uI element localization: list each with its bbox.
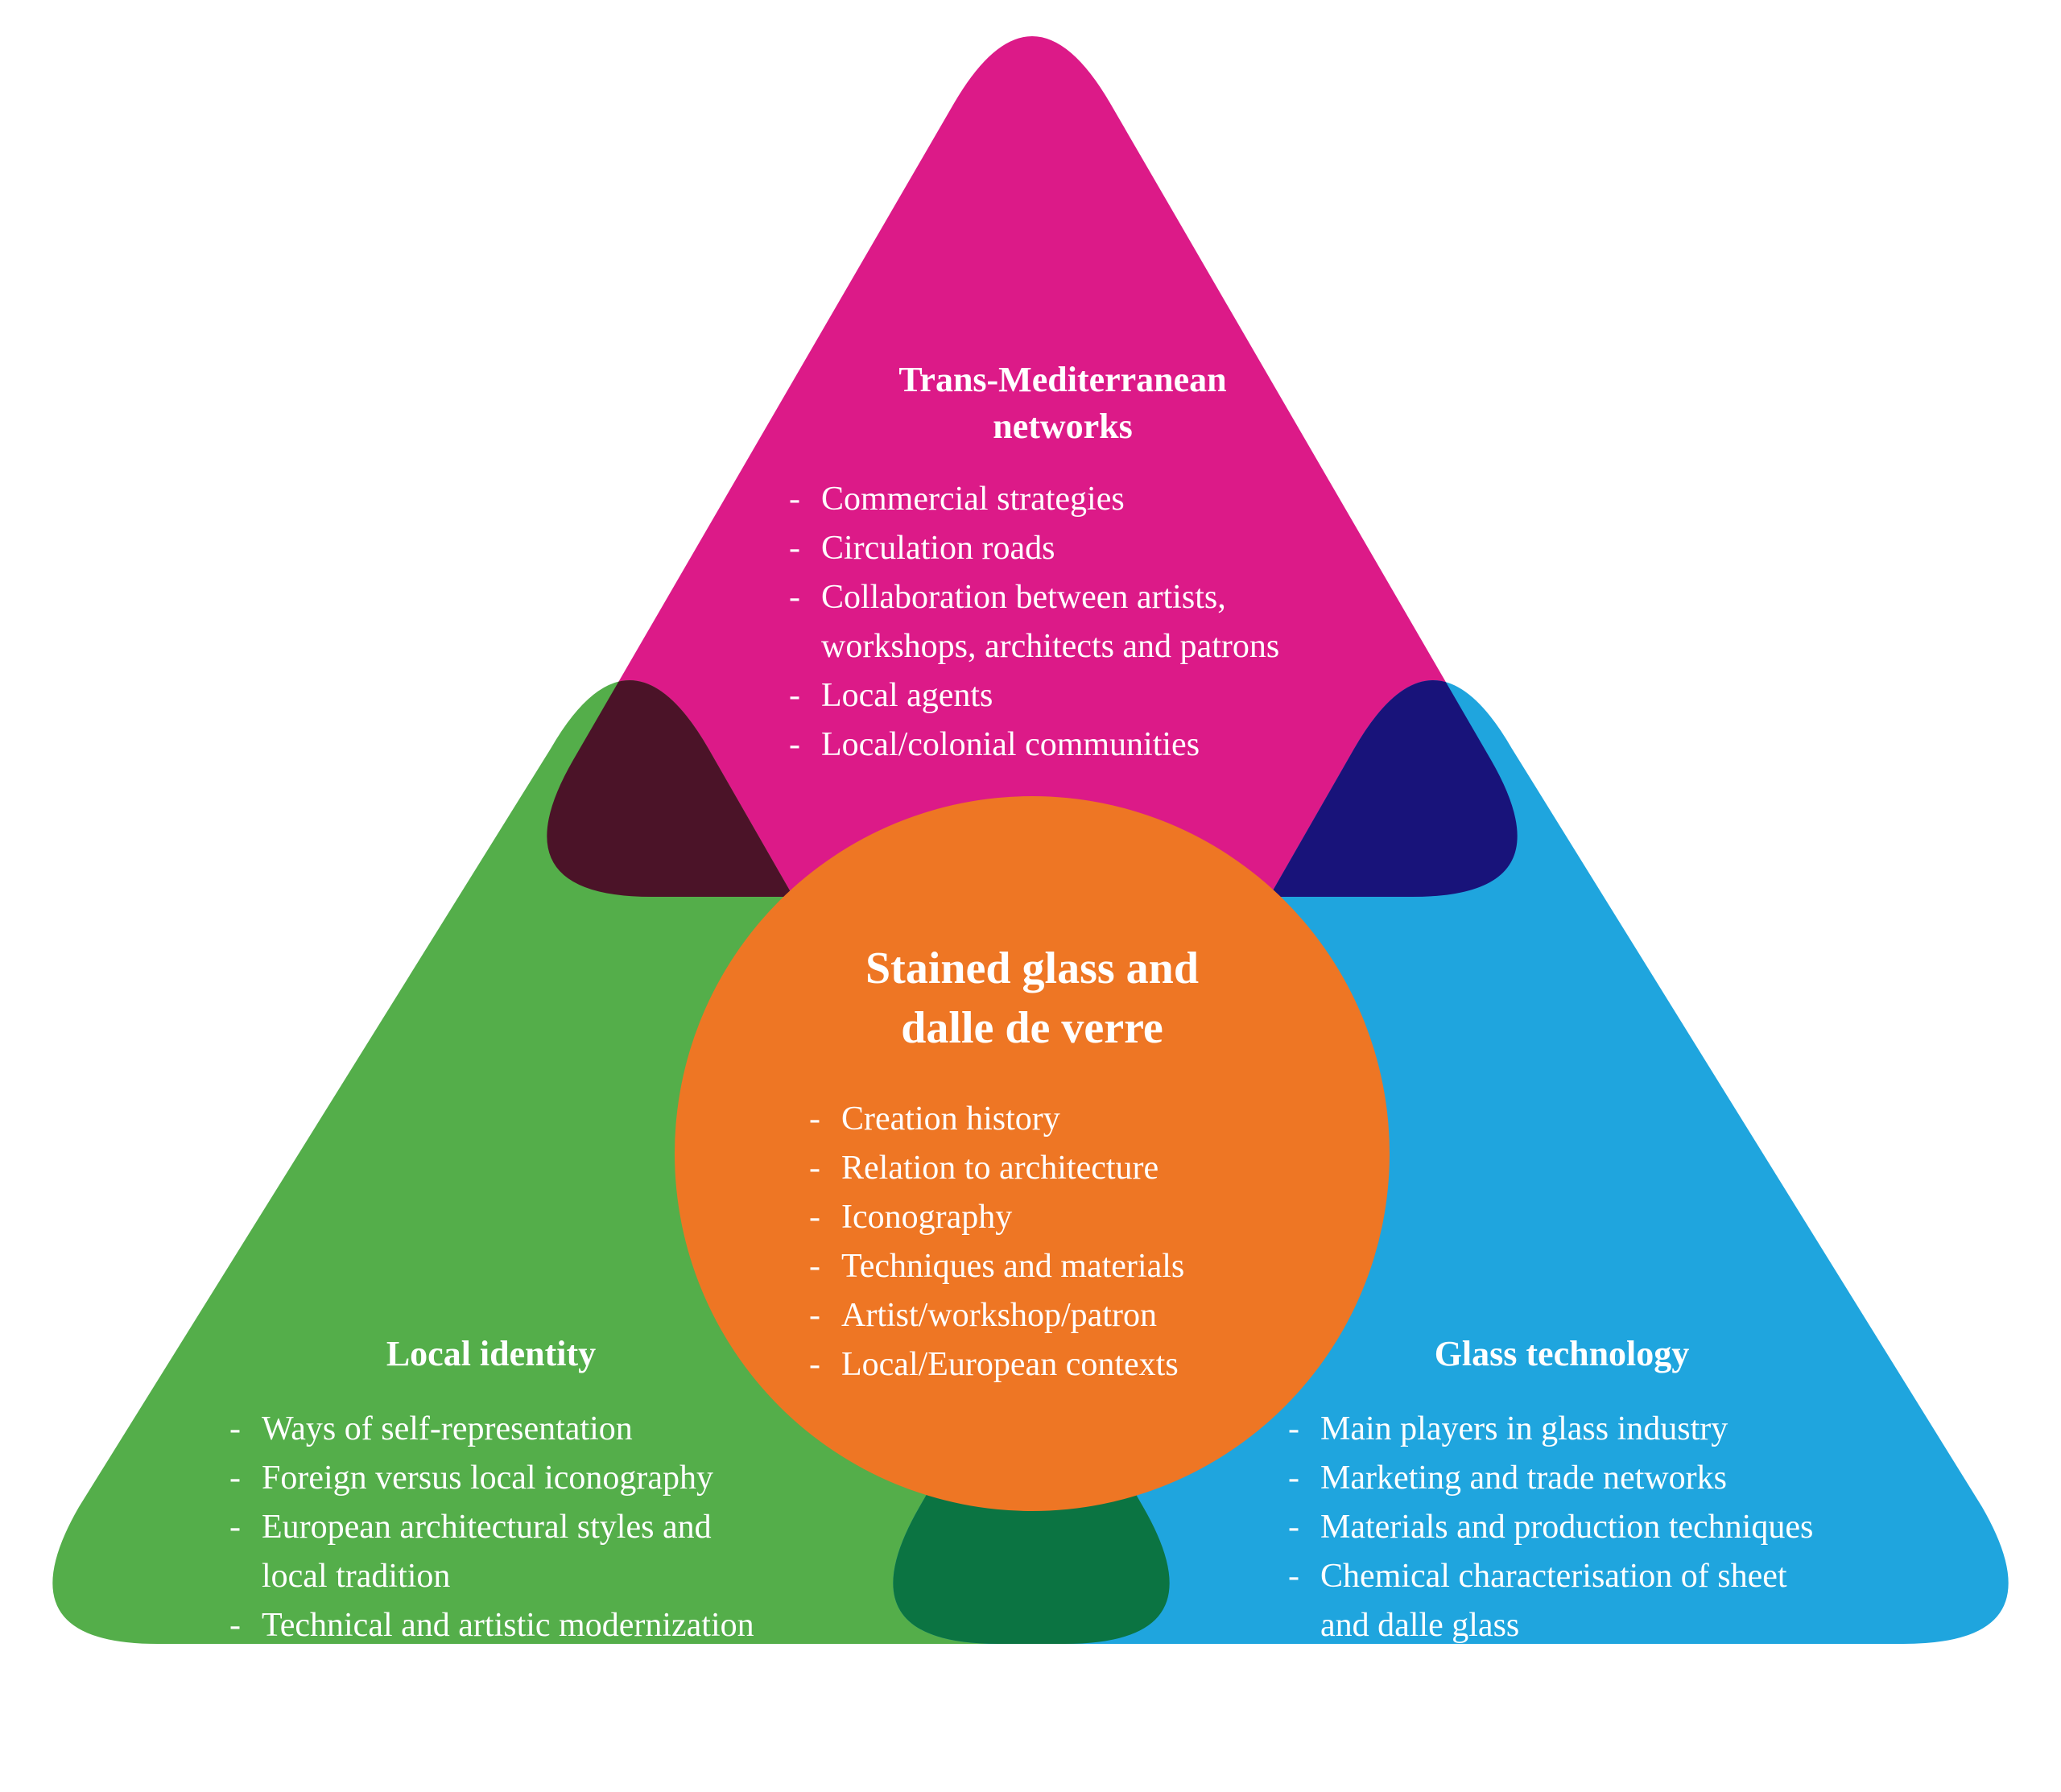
right-title: Glass technology <box>1434 1334 1690 1373</box>
list-item: Main players in glass industry <box>1288 1405 1813 1454</box>
left-item-list: Ways of self-representation Foreign vers… <box>229 1405 754 1699</box>
list-item: Local/colonial communities <box>789 721 1279 770</box>
top-title-line2: networks <box>993 407 1133 446</box>
list-item: Techniques and materials <box>809 1242 1184 1291</box>
top-title-line1: Trans-Mediterranean <box>898 360 1227 399</box>
center-item-list: Creation history Relation to architectur… <box>809 1095 1184 1389</box>
list-item: Circulation roads <box>789 524 1279 573</box>
list-item: Foreign versus local iconography <box>229 1454 754 1503</box>
list-item: Marketing and trade networks <box>1288 1454 1813 1503</box>
list-item: Local/European contexts <box>809 1340 1184 1389</box>
list-item: Commercial strategies <box>789 475 1279 524</box>
list-item: Materials and production techniques <box>1288 1503 1813 1552</box>
list-item: Creation of a reference database <box>1288 1650 1813 1699</box>
list-item: Local reception and translations <box>229 1650 754 1699</box>
list-item: Creation history <box>809 1095 1184 1144</box>
center-title-line1: Stained glass and <box>865 943 1199 993</box>
center-title: Stained glass and dalle de verre <box>791 939 1274 1058</box>
left-title: Local identity <box>386 1334 597 1373</box>
left-section: Local identity <box>250 1331 733 1377</box>
list-item: Artist/workshop/patron <box>809 1291 1184 1340</box>
list-item: Local agents <box>789 671 1279 721</box>
right-section: Glass technology <box>1320 1331 1803 1377</box>
top-title: Trans-Mediterranean networks <box>773 357 1353 450</box>
list-item: Iconography <box>809 1193 1184 1242</box>
top-section: Trans-Mediterranean networks <box>773 357 1353 450</box>
list-item: Ways of self-representation <box>229 1405 754 1454</box>
top-item-list: Commercial strategies Circulation roads … <box>789 475 1279 770</box>
center-title-line2: dalle de verre <box>901 1003 1163 1053</box>
list-item: Technical and artistic modernization <box>229 1601 754 1650</box>
list-item: Relation to architecture <box>809 1144 1184 1193</box>
center-section: Stained glass and dalle de verre <box>791 939 1274 1058</box>
list-item: Collaboration between artists,workshops,… <box>789 573 1279 671</box>
right-item-list: Main players in glass industry Marketing… <box>1288 1405 1813 1699</box>
